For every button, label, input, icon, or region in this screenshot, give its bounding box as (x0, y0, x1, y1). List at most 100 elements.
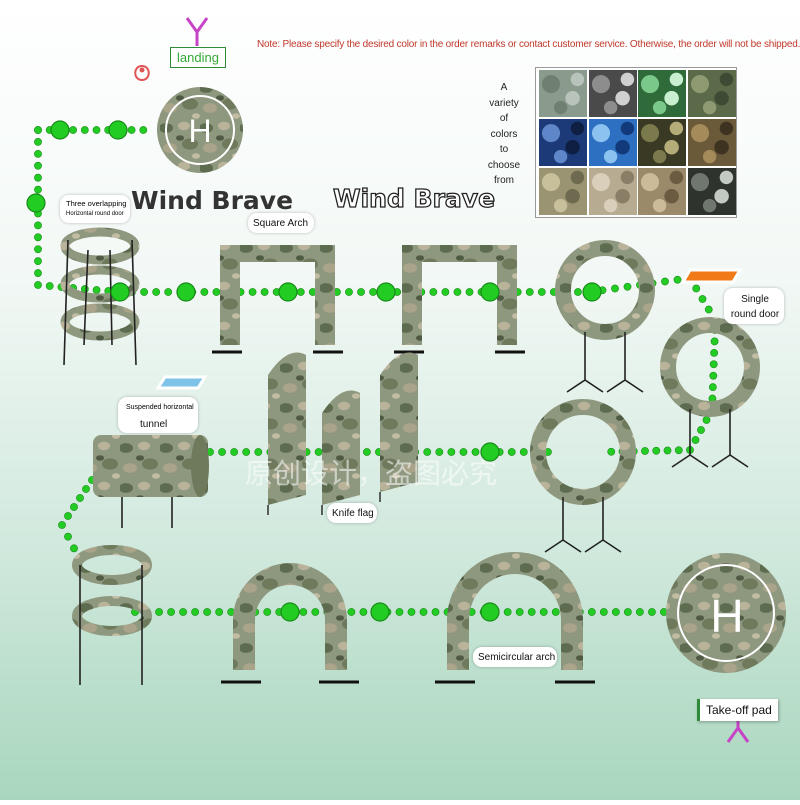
path-dot (663, 446, 672, 455)
door-foot (562, 539, 582, 553)
path-dot (34, 149, 42, 158)
camo-swatch (638, 119, 686, 166)
path-dot (709, 360, 718, 369)
landing-pad-ring (165, 95, 235, 165)
waypoint-dot (480, 442, 500, 462)
suspended-tunnel-label: Suspended horizontal tunnel (118, 397, 198, 433)
camo-swatch (588, 70, 637, 117)
caption-word: colors (490, 128, 518, 140)
path-dot (80, 126, 89, 134)
path-dot (652, 446, 661, 455)
path-dot (465, 288, 474, 296)
path-dot (139, 126, 148, 134)
waypoint-dot (370, 602, 390, 622)
semicircular-arch-label: Semicircular arch (473, 647, 557, 667)
suspended-horizontal-text: Suspended horizontal (126, 404, 194, 411)
three-overlapping-label: Three overlapping Horizontal round door (60, 195, 130, 223)
path-dot (34, 257, 42, 266)
ring-stand-leg (131, 239, 137, 366)
path-dot (127, 126, 136, 134)
semicircular-arch (233, 563, 347, 670)
single-round-door (660, 317, 760, 417)
path-dot (537, 288, 546, 296)
path-dot (459, 448, 468, 456)
path-dot (212, 288, 221, 296)
path-dot (710, 348, 719, 357)
path-dot (574, 288, 582, 296)
path-dot (34, 281, 42, 289)
waypoint-dot (176, 282, 196, 302)
path-dot (263, 608, 272, 616)
path-dot (69, 126, 77, 134)
takeoff-pad-ring (677, 564, 775, 662)
path-dot (248, 288, 257, 296)
path-dot (164, 288, 173, 296)
camo-swatch (539, 168, 587, 215)
single-round-door-label: Single round door (724, 288, 784, 324)
waypoint-dot (280, 602, 300, 622)
path-dot (435, 448, 444, 456)
path-dot (661, 277, 669, 286)
path-dot (76, 494, 84, 502)
door-foot (606, 379, 626, 393)
horizontal-ring (72, 545, 152, 585)
caption-word: from (494, 175, 514, 186)
path-dot (441, 288, 450, 296)
camo-swatch (638, 168, 686, 215)
tunnel-end (191, 435, 209, 497)
path-dot (34, 126, 42, 134)
door-foot (671, 454, 691, 468)
blue-pad-icon (155, 375, 208, 390)
orange-pad-icon (680, 268, 743, 284)
path-dot (697, 426, 705, 434)
takeoff-pad (666, 553, 786, 673)
camo-swatch (588, 168, 637, 215)
camo-swatch (687, 119, 736, 166)
horizontal-round-door-text: Horizontal round door (66, 211, 124, 217)
path-dot (551, 608, 560, 616)
path-dot (607, 447, 616, 456)
path-dot (218, 448, 226, 456)
path-dot (431, 608, 440, 616)
location-pin-icon (134, 64, 150, 82)
waypoint-dot (480, 282, 500, 302)
path-dot (362, 448, 371, 456)
horizontal-ring (72, 596, 152, 636)
path-dot (507, 448, 516, 456)
door-foot (602, 539, 622, 553)
semicircular-arch-text: Semicircular arch (478, 652, 556, 663)
path-dot (64, 532, 72, 541)
semicircular-arch (447, 552, 583, 670)
path-dot (296, 288, 305, 296)
path-dot (70, 544, 78, 553)
path-dot (539, 608, 548, 616)
three-overlapping-text: Three overlapping (66, 199, 127, 208)
door-foot (689, 454, 709, 468)
path-dot (34, 138, 42, 146)
path-dot (203, 608, 212, 616)
camo-swatch (638, 70, 686, 117)
door-foot (566, 379, 586, 393)
door-foot (584, 379, 604, 393)
path-dot (64, 512, 72, 520)
horizontal-ring (60, 265, 140, 303)
camo-swatch (539, 70, 587, 117)
path-dot (260, 288, 269, 296)
square-arch-label: Square Arch (248, 213, 314, 233)
path-dot (34, 269, 42, 277)
waypoint-dot (582, 282, 602, 302)
knife-flag (268, 352, 306, 505)
door-foot (544, 539, 564, 553)
path-dot (623, 608, 632, 616)
path-dot (140, 288, 149, 296)
single-round-door-text: Single round door (730, 294, 780, 320)
order-notice: Note: Please specify the desired color i… (257, 39, 800, 50)
path-dot (70, 503, 78, 511)
door-foot (729, 454, 749, 468)
path-dot (155, 608, 163, 616)
path-dot (230, 448, 239, 456)
path-dot (407, 608, 416, 616)
path-dot (299, 608, 308, 616)
